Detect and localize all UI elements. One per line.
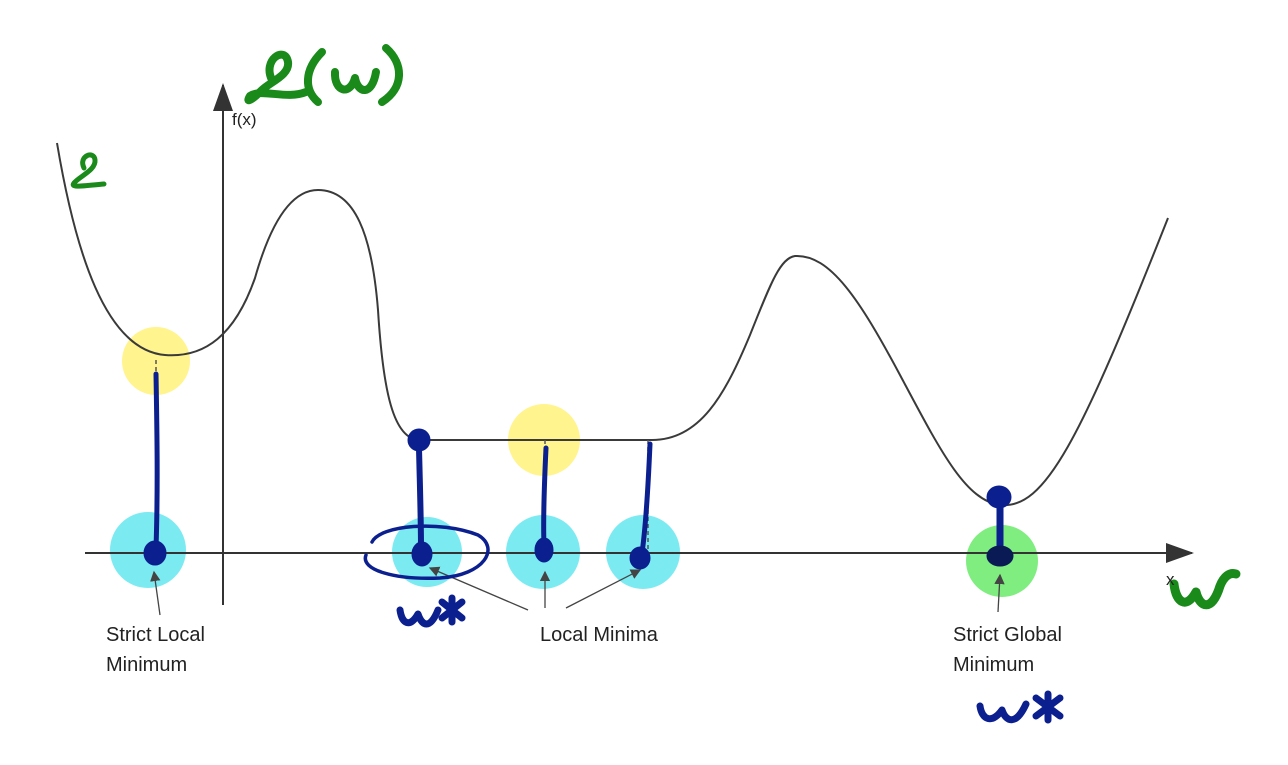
handwritten-w-star-1 xyxy=(396,594,466,628)
ink-dot-plateau-axis-3 xyxy=(629,546,651,570)
strict-local-minimum-label: Strict Local Minimum xyxy=(106,620,205,680)
strict-global-minimum-label: Strict Global Minimum xyxy=(953,620,1062,680)
pointer-strict-global xyxy=(994,573,1005,613)
x-axis-label: x xyxy=(1166,570,1175,589)
ink-circle-w-star xyxy=(363,524,490,580)
ink-markings xyxy=(143,371,1014,580)
y-axis-label: f(x) xyxy=(232,110,257,129)
ink-stem-plateau-2 xyxy=(541,445,549,548)
ink-dot-local-min xyxy=(143,540,167,566)
handwritten-w-axis xyxy=(1169,569,1241,610)
pointer-strict-local xyxy=(150,570,161,616)
handwritten-loss-title xyxy=(244,44,403,106)
strict-local-line-2: Minimum xyxy=(106,654,188,676)
loss-curve xyxy=(56,142,1169,507)
ink-stem-plateau-3 xyxy=(639,441,653,556)
strict-local-line-1: Strict Local xyxy=(106,624,205,646)
ink-stem-plateau-1 xyxy=(416,445,424,551)
strict-global-line-1: Strict Global xyxy=(953,624,1062,646)
pointer-local-1 xyxy=(428,566,529,611)
ink-dot-plateau-axis-1 xyxy=(411,541,433,567)
handwritten-w-star-2 xyxy=(976,690,1064,724)
strict-global-line-2: Minimum xyxy=(953,654,1035,676)
ink-stem-local-min xyxy=(153,371,160,551)
ink-dot-plateau-axis-2 xyxy=(534,537,554,563)
handwritten-curve-label xyxy=(70,152,107,189)
ink-dot-global-axis xyxy=(986,545,1014,567)
pointer-local-3 xyxy=(565,569,642,609)
local-minima-label: Local Minima xyxy=(540,624,658,646)
